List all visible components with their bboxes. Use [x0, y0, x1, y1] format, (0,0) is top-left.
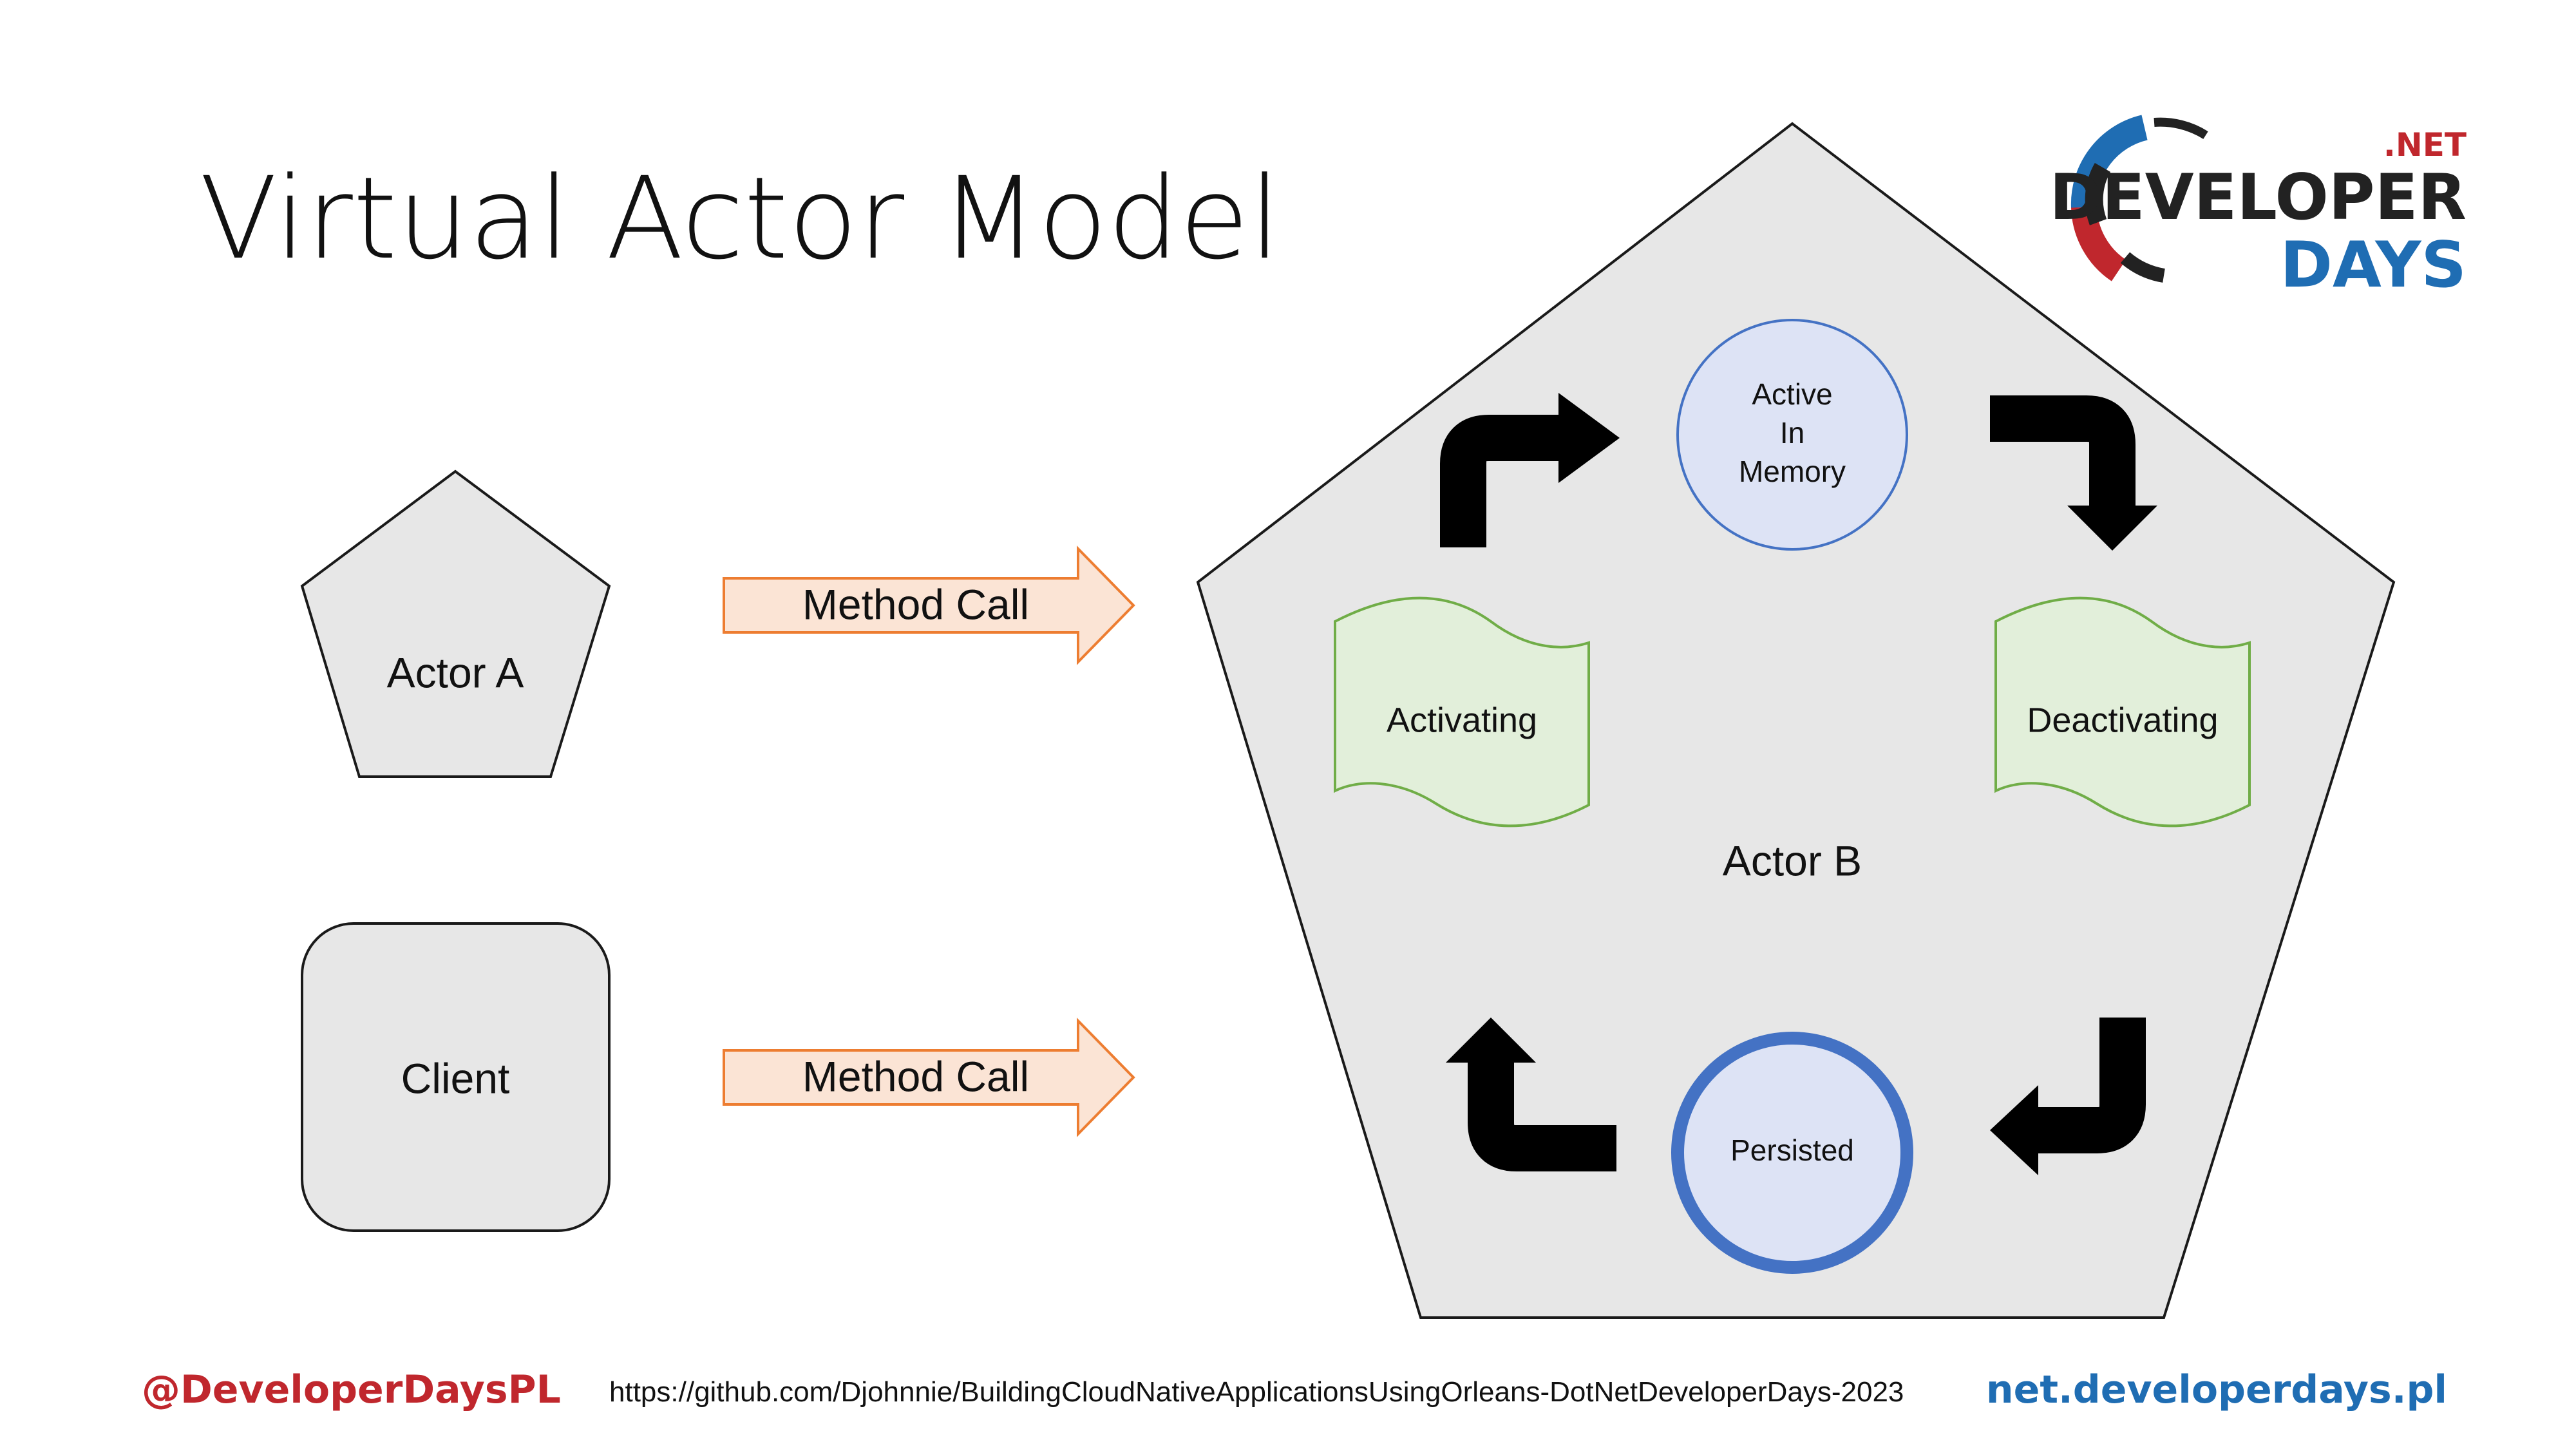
logo-net-text: .NET — [2383, 126, 2467, 164]
active-label-line-3: Memory — [1739, 455, 1846, 488]
actor-a-label: Actor A — [387, 649, 524, 696]
active-label-line-2: In — [1780, 416, 1804, 450]
state-persisted: Persisted — [1671, 1032, 1913, 1274]
logo-ring-icon — [2070, 115, 2208, 283]
footer-handle[interactable]: @DeveloperDaysPL — [142, 1367, 561, 1412]
cycle-arrow-right-down-icon — [1990, 395, 2157, 551]
logo-developer-text: DEVELOPER — [2049, 161, 2467, 234]
client-shape: Client — [301, 922, 611, 1232]
activating-label: Activating — [1387, 701, 1537, 739]
state-deactivating: Deactivating — [1994, 596, 2251, 828]
client-label: Client — [401, 1054, 510, 1102]
footer-site[interactable]: net.developerdays.pl — [1986, 1367, 2447, 1412]
persisted-label: Persisted — [1730, 1133, 1854, 1167]
state-activating: Activating — [1334, 596, 1590, 828]
cycle-arrow-down-left-icon — [1990, 1018, 2146, 1175]
cycle-arrow-left-up-icon — [1446, 1018, 1616, 1171]
slide-title: Virtual Actor Model — [200, 153, 1281, 285]
deactivating-label: Deactivating — [2027, 701, 2218, 739]
developer-days-logo: .NET DEVELOPER DAYS — [2049, 115, 2467, 302]
method-call-label-bottom: Method Call — [802, 1052, 1029, 1100]
cycle-arrow-up-right-icon — [1440, 393, 1620, 547]
active-label-line-1: Active — [1752, 377, 1832, 411]
method-call-label-top: Method Call — [802, 580, 1029, 628]
method-call-arrow-top: Method Call — [723, 545, 1135, 665]
footer-repo-url[interactable]: https://github.com/Djohnnie/BuildingClou… — [609, 1376, 1904, 1408]
method-call-arrow-bottom: Method Call — [723, 1018, 1135, 1137]
state-active-in-memory: Active In Memory — [1676, 319, 1908, 551]
actor-b-label: Actor B — [1723, 837, 1862, 884]
actor-a-shape: Actor A — [300, 469, 611, 778]
logo-days-text: DAYS — [2280, 229, 2467, 302]
